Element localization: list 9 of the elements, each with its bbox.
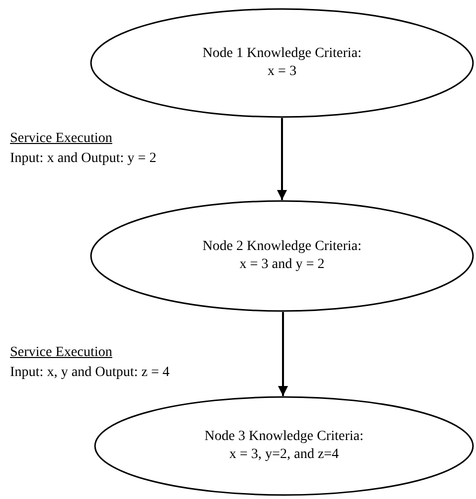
section-heading: Service Execution (10, 345, 112, 361)
node-text: Node 1 Knowledge Criteria: x = 3 (201, 45, 362, 81)
node-text: Node 2 Knowledge Criteria: x = 3 and y = 2 (201, 238, 362, 274)
section-heading: Service Execution (10, 131, 112, 147)
node-text: Node 3 Knowledge Criteria: x = 3, y=2, and z=4 (203, 428, 364, 464)
arrow (278, 312, 288, 396)
io-note: Input: x and Output: y = 2 (10, 151, 156, 167)
arrow (277, 118, 287, 200)
io-note: Input: x, y and Output: z = 4 (10, 365, 170, 381)
